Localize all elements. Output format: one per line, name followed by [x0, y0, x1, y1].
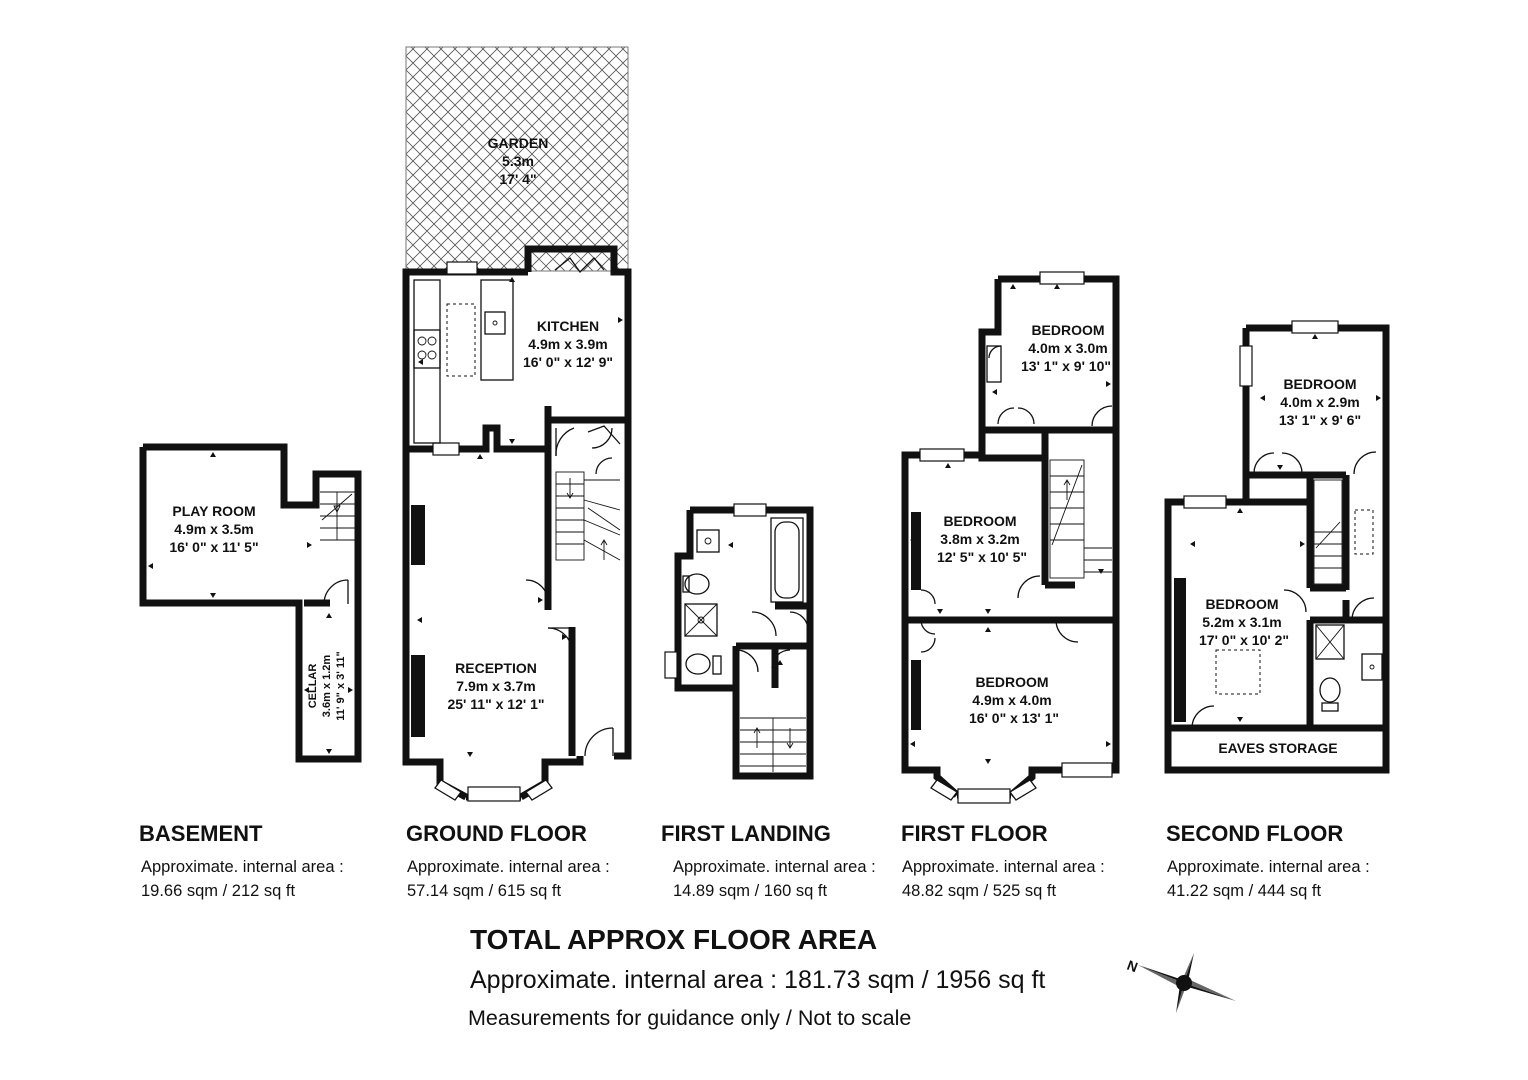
ff-bedroom-rear-name: BEDROOM: [1031, 322, 1104, 338]
eaves-storage-label: EAVES STORAGE: [1218, 740, 1337, 756]
floor-area-label: Approximate. internal area :: [902, 858, 1105, 876]
garden-dim-metric: 5.3m: [502, 153, 534, 169]
sf-bedroom-rear-dim-imperial: 13' 1" x 9' 6": [1279, 412, 1361, 428]
floor-area-value: 14.89 sqm / 160 sq ft: [673, 882, 828, 900]
sf-bedroom-rear-name: BEDROOM: [1283, 376, 1356, 392]
playroom-dim-metric: 4.9m x 3.5m: [174, 521, 253, 537]
cellar-dim-metric: 3.6m x 1.2m: [321, 655, 333, 718]
ff-bedroom-mid-name: BEDROOM: [943, 513, 1016, 529]
sf-bedroom-front-dim-imperial: 17' 0" x 10' 2": [1199, 632, 1289, 648]
floor-title-first-landing: FIRST LANDING: [661, 821, 831, 846]
floor-area-value: 19.66 sqm / 212 sq ft: [141, 882, 296, 900]
floor-area-label: Approximate. internal area :: [407, 858, 610, 876]
floor-title-ground: GROUND FLOOR: [406, 821, 587, 846]
floor-area-second-floor: Approximate. internal area : 41.22 sqm /…: [1167, 855, 1370, 903]
floor-area-label: Approximate. internal area :: [673, 858, 876, 876]
floor-title-second-floor: SECOND FLOOR: [1166, 821, 1344, 846]
kitchen-dim-metric: 4.9m x 3.9m: [528, 336, 607, 352]
ff-bedroom-front-dim-imperial: 16' 0" x 13' 1": [969, 710, 1059, 726]
playroom-dim-imperial: 16' 0" x 11' 5": [169, 539, 258, 555]
basement-stairs: [320, 491, 355, 541]
kitchen-name: KITCHEN: [537, 318, 599, 334]
total-area-title: TOTAL APPROX FLOOR AREA: [470, 924, 878, 955]
sf-bedroom-rear-dim-metric: 4.0m x 2.9m: [1280, 394, 1359, 410]
ff-bedroom-rear-dim-imperial: 13' 1" x 9' 10": [1021, 358, 1111, 374]
first-landing-plan: [664, 503, 814, 780]
floor-area-first-floor: Approximate. internal area : 48.82 sqm /…: [902, 855, 1105, 903]
first-floor-plan: BEDROOM 4.0m x 3.0m 13' 1" x 9' 10" BEDR…: [901, 271, 1120, 804]
ground-stairs: [555, 471, 621, 561]
floor-area-label: Approximate. internal area :: [1167, 858, 1370, 876]
reception-name: RECEPTION: [455, 660, 537, 676]
ff-bedroom-mid-dim-metric: 3.8m x 3.2m: [940, 531, 1019, 547]
disclaimer-text: Measurements for guidance only / Not to …: [468, 1006, 912, 1030]
reception-dim-imperial: 25' 11" x 12' 1": [447, 696, 544, 712]
floor-title-first-floor: FIRST FLOOR: [901, 821, 1048, 846]
ff-bedroom-front-dim-metric: 4.9m x 4.0m: [972, 692, 1051, 708]
compass-rose-icon: N: [1125, 953, 1236, 1013]
compass-north-label: N: [1125, 957, 1140, 975]
floor-area-value: 41.22 sqm / 444 sq ft: [1167, 882, 1322, 900]
ff-bedroom-front-name: BEDROOM: [975, 674, 1048, 690]
sf-bedroom-front-dim-metric: 5.2m x 3.1m: [1202, 614, 1281, 630]
floor-area-value: 48.82 sqm / 525 sq ft: [902, 882, 1057, 900]
garden-dim-imperial: 17' 4": [499, 171, 536, 187]
cellar-dim-imperial: 11' 9" x 3' 11": [335, 651, 347, 721]
floor-area-first-landing: Approximate. internal area : 14.89 sqm /…: [673, 855, 876, 903]
second-floor-stairs: [1313, 479, 1343, 585]
cellar-name: CELLAR: [307, 664, 319, 709]
garden-area: [405, 46, 629, 272]
ground-floor-plan: GARDEN 5.3m 17' 4": [402, 46, 632, 802]
playroom-name: PLAY ROOM: [172, 503, 255, 519]
ff-bedroom-rear-dim-metric: 4.0m x 3.0m: [1028, 340, 1107, 356]
ff-bedroom-mid-dim-imperial: 12' 5" x 10' 5": [937, 549, 1027, 565]
floor-title-basement: BASEMENT: [139, 821, 263, 846]
second-floor-plan: BEDROOM 4.0m x 2.9m 13' 1" x 9' 6" BEDRO…: [1164, 320, 1390, 774]
floor-area-value: 57.14 sqm / 615 sq ft: [407, 882, 562, 900]
floor-area-ground: Approximate. internal area : 57.14 sqm /…: [407, 855, 610, 903]
landing-stairs: [740, 717, 806, 772]
floor-area-basement: Approximate. internal area : 19.66 sqm /…: [141, 855, 344, 903]
sf-bedroom-front-name: BEDROOM: [1205, 596, 1278, 612]
garden-name: GARDEN: [488, 135, 549, 151]
first-floor-stairs: [1049, 459, 1112, 579]
floor-area-label: Approximate. internal area :: [141, 858, 344, 876]
total-area-value: Approximate. internal area : 181.73 sqm …: [470, 966, 1046, 994]
kitchen-dim-imperial: 16' 0" x 12' 9": [523, 354, 613, 370]
reception-dim-metric: 7.9m x 3.7m: [456, 678, 535, 694]
basement-plan: PLAY ROOM 4.9m x 3.5m 16' 0" x 11' 5" CE…: [139, 443, 362, 763]
